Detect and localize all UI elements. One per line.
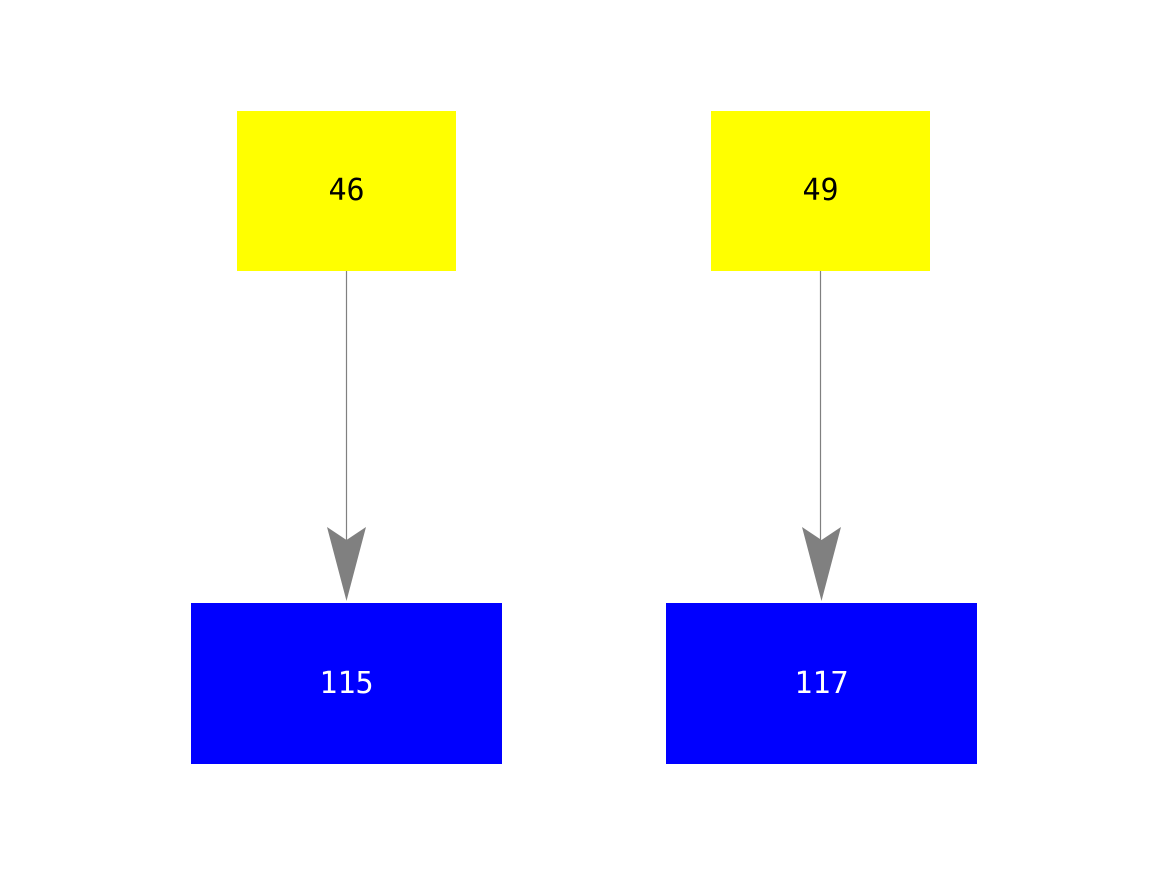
node-label: 115 xyxy=(319,665,374,701)
node-115: 115 xyxy=(191,603,502,764)
node-label: 117 xyxy=(794,665,849,701)
node-49: 49 xyxy=(711,111,930,271)
node-label: 46 xyxy=(328,173,365,208)
node-46: 46 xyxy=(237,111,456,271)
arrowhead-icon xyxy=(802,527,841,601)
arrowhead-icon xyxy=(327,527,366,601)
node-117: 117 xyxy=(666,603,977,764)
node-label: 49 xyxy=(802,173,839,208)
